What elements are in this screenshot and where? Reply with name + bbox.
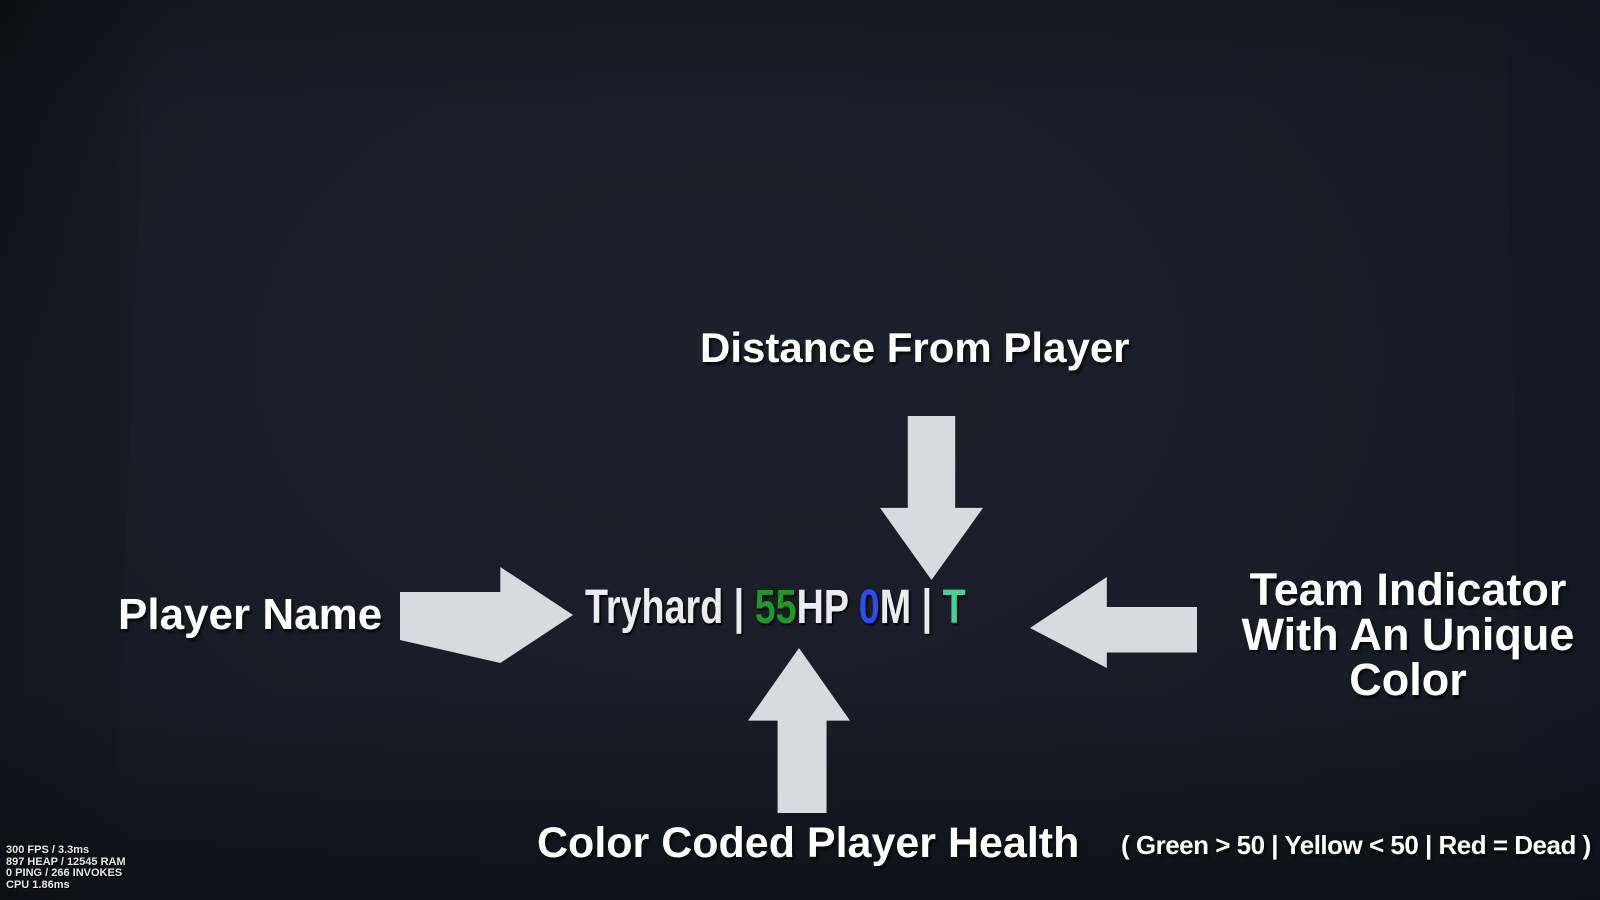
player-name-annotation-label: Player Name: [118, 590, 383, 639]
debug-heap-line: 897 HEAP / 12545 RAM: [6, 855, 126, 868]
arrow-down-icon: [880, 416, 983, 580]
debug-stats-overlay: 300 FPS / 3.3ms 897 HEAP / 12545 RAM 0 P…: [6, 844, 126, 891]
team-annotation-label: Team Indicator With An Unique Color: [1230, 567, 1586, 702]
esp-player-name: Tryhard: [585, 581, 724, 634]
scene-wall-right: [1505, 0, 1600, 900]
esp-health-unit: HP: [796, 581, 849, 634]
esp-nameplate: Tryhard | 55HP 0M | T: [585, 584, 966, 632]
distance-annotation-label: Distance From Player: [700, 324, 1130, 371]
esp-distance-unit: M: [879, 581, 912, 634]
esp-distance-value: 0: [858, 581, 880, 634]
esp-team-indicator: T: [942, 581, 966, 634]
esp-gap: [848, 581, 858, 634]
esp-health-value: 55: [754, 581, 797, 634]
health-legend-label: ( Green > 50 | Yellow < 50 | Red = Dead …: [1121, 830, 1591, 860]
health-annotation-label: Color Coded Player Health: [537, 819, 1080, 867]
team-annotation-line2: With An Unique: [1241, 609, 1575, 660]
team-annotation-line3: Color: [1349, 654, 1467, 705]
esp-separator-1: |: [723, 581, 755, 634]
arrow-right-icon: [400, 567, 573, 663]
arrow-up-icon: [748, 648, 850, 813]
debug-fps-line: 300 FPS / 3.3ms: [6, 844, 90, 856]
scene-wall-left: [0, 0, 147, 900]
debug-ping-line: 0 PING / 266 INVOKES: [6, 867, 123, 879]
debug-cpu-line: CPU 1.86ms: [6, 878, 70, 891]
team-annotation-line1: Team Indicator: [1249, 564, 1567, 615]
arrow-left-icon: [1030, 577, 1197, 668]
esp-separator-2: |: [911, 581, 943, 634]
